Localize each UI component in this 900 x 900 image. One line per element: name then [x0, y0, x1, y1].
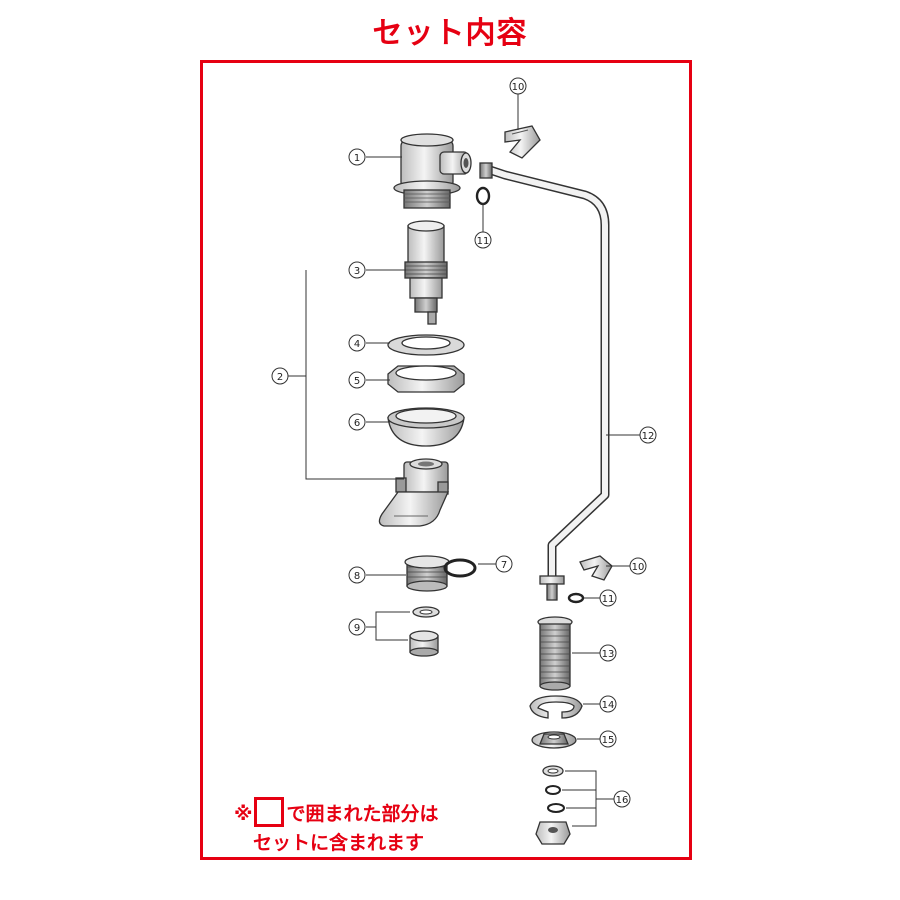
svg-text:1: 1 [354, 153, 360, 164]
svg-text:16: 16 [616, 795, 629, 806]
part-10-clip-top [504, 125, 541, 159]
part-1-body [393, 133, 472, 209]
svg-text:11: 11 [602, 594, 615, 605]
callout-15: 15 [599, 730, 617, 748]
part-5-nut [387, 365, 465, 393]
svg-text:14: 14 [602, 700, 615, 711]
callout-10-bottom: 10 [629, 557, 647, 575]
svg-text:13: 13 [602, 649, 615, 660]
svg-text:7: 7 [501, 560, 507, 571]
note-line-2: セットに含まれます [253, 832, 425, 854]
callout-2: 2 [271, 367, 289, 385]
callout-11-bottom: 11 [599, 589, 617, 607]
part-15-nut [531, 731, 577, 749]
svg-text:15: 15 [602, 735, 615, 746]
svg-text:12: 12 [642, 431, 655, 442]
svg-text:10: 10 [512, 82, 525, 93]
callout-3: 3 [348, 261, 366, 279]
part-8-fitting [404, 555, 450, 592]
part-7-oring [443, 558, 477, 578]
callout-8: 8 [348, 566, 366, 584]
svg-text:4: 4 [354, 339, 360, 350]
callout-12: 12 [639, 426, 657, 444]
callout-4: 4 [348, 334, 366, 352]
note-line-1: ※ で囲まれた部分は [234, 797, 439, 827]
note-text-1: で囲まれた部分は [286, 803, 439, 825]
part-4-washer [387, 334, 465, 356]
callout-13: 13 [599, 644, 617, 662]
svg-text:6: 6 [354, 418, 360, 429]
callout-16: 16 [613, 790, 631, 808]
callout-1: 1 [348, 148, 366, 166]
page-title: セット内容 [372, 16, 528, 51]
part-13-shank [537, 616, 573, 691]
part-11-oring-top [475, 186, 491, 206]
svg-text:2: 2 [277, 372, 283, 383]
note-box-symbol [254, 797, 285, 827]
svg-text:3: 3 [354, 266, 360, 277]
svg-text:5: 5 [354, 376, 360, 387]
part-11-oring-bottom [567, 592, 585, 604]
callout-6: 6 [348, 413, 366, 431]
part-3-cartridge [404, 220, 448, 325]
svg-text:11: 11 [477, 236, 490, 247]
part-10-clip-bottom [579, 555, 613, 581]
part-6-flange [387, 407, 465, 447]
callout-5: 5 [348, 371, 366, 389]
callout-9: 9 [348, 618, 366, 636]
part-9-parts [409, 606, 440, 657]
callout-11-top: 11 [474, 231, 492, 249]
part-16-parts [535, 765, 571, 845]
leader-lines [288, 94, 640, 827]
callout-7: 7 [495, 555, 513, 573]
set-contents-frame [200, 60, 692, 860]
note-mark: ※ [234, 803, 253, 825]
part-lever-handle [378, 458, 450, 527]
part-12-pipe [479, 162, 610, 601]
svg-text:10: 10 [632, 562, 645, 573]
part-14-horseshoe [529, 695, 583, 719]
callout-14: 14 [599, 695, 617, 713]
svg-text:8: 8 [354, 571, 360, 582]
callout-10-top: 10 [509, 77, 527, 95]
svg-text:9: 9 [354, 623, 360, 634]
